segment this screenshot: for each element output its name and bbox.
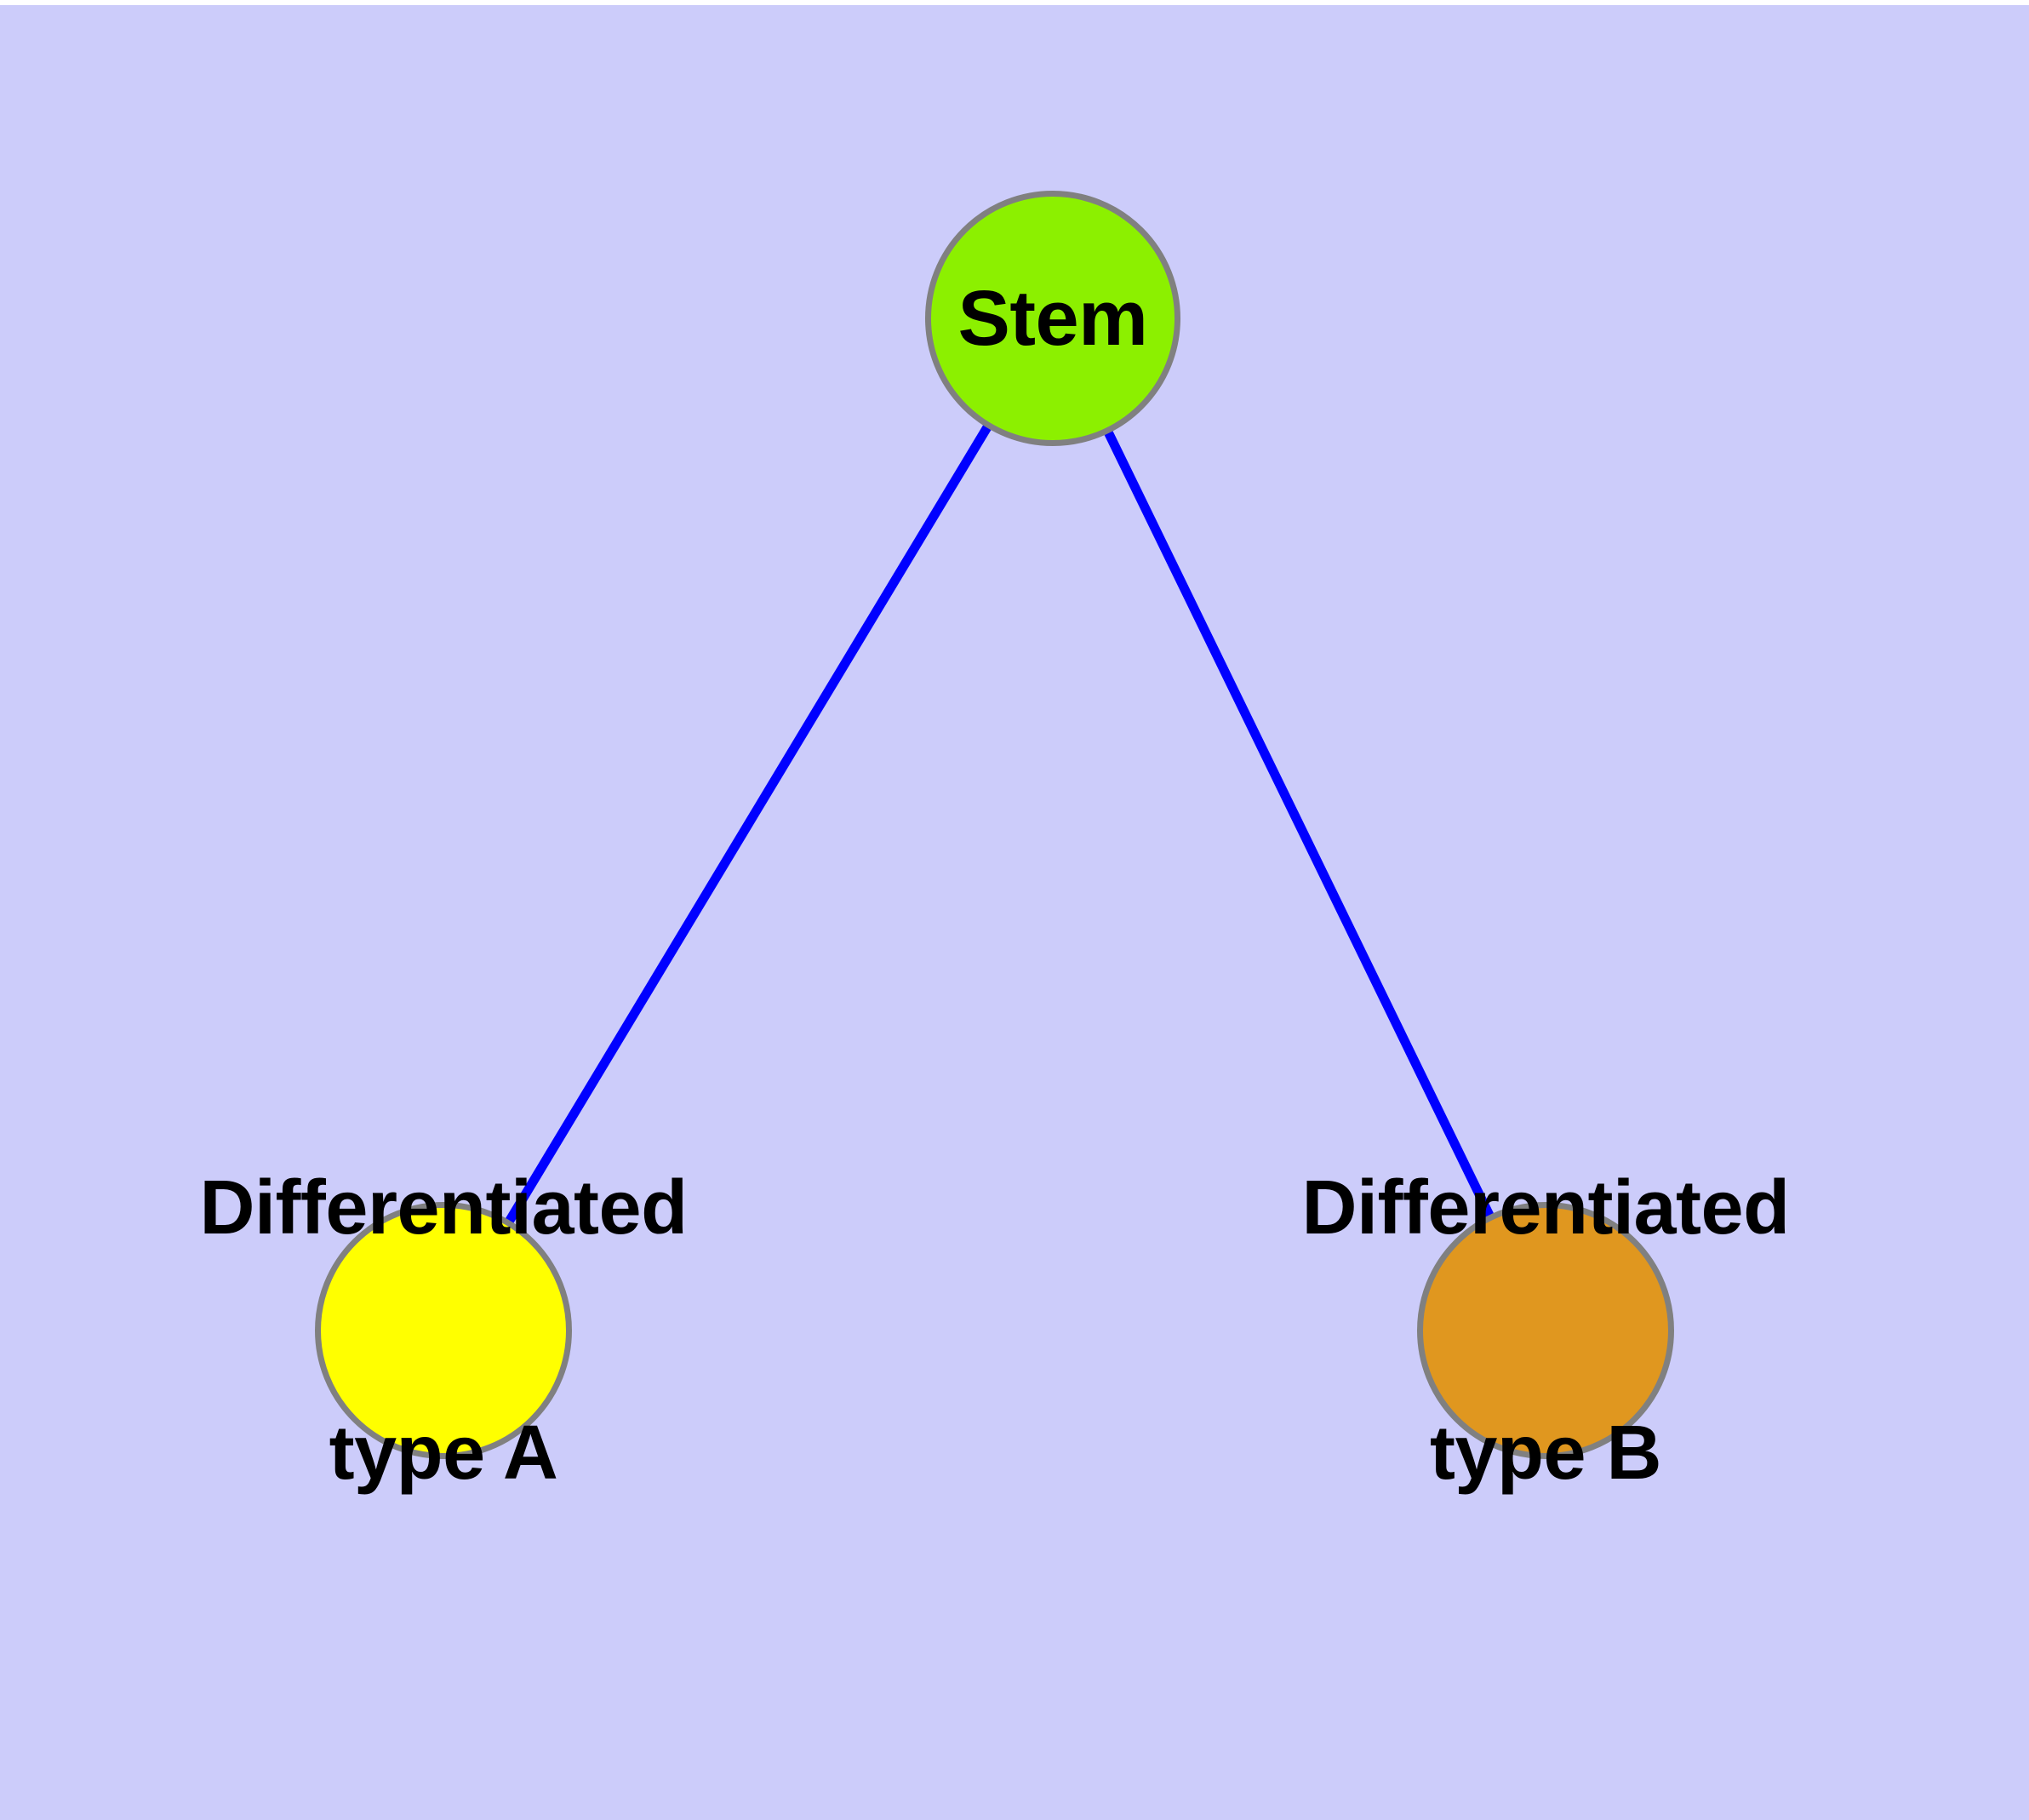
node-differentiated-type-b[interactable]: [1417, 1202, 1674, 1459]
edge-stem-diff-a: [439, 316, 1057, 1333]
node-differentiated-type-a[interactable]: [315, 1202, 572, 1459]
node-layer: [315, 191, 1674, 1459]
edge-stem-diff-b: [1049, 316, 1550, 1333]
edge-layer: [439, 316, 1550, 1333]
node-stem[interactable]: [925, 191, 1180, 446]
